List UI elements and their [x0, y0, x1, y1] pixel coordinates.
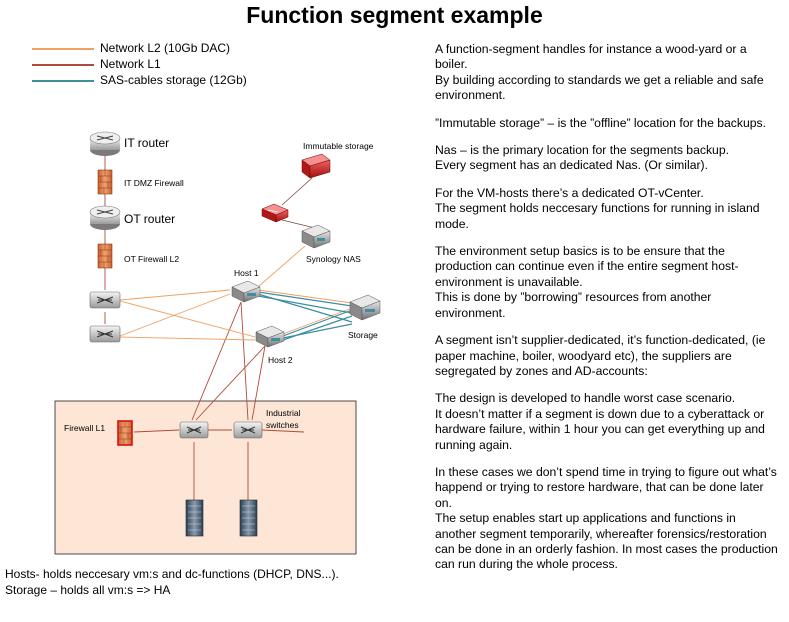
host1-server-icon: [231, 280, 261, 303]
ot-firewall-icon: [97, 243, 113, 269]
page-title: Function segment example: [246, 2, 543, 28]
synology-nas-label: Synology NAS: [306, 254, 361, 264]
legend-label: SAS-cables storage (12Gb): [100, 73, 247, 87]
firewall-l1-icon: [117, 420, 133, 446]
immutable-storage-label: Immutable storage: [303, 141, 374, 151]
industrial-switches-label-2: switches: [266, 420, 299, 430]
legend-label: Network L1: [100, 57, 161, 71]
bottom-notes: Hosts- holds neccesary vm:s and dc-funct…: [5, 566, 339, 598]
description-paragraph: Nas – is the primary location for the se…: [435, 143, 729, 173]
industrial-switch-icon: [179, 421, 209, 439]
ot-router-label: OT router: [124, 212, 175, 226]
industrial-rack-icon: [185, 499, 204, 537]
firewall-l1-label: Firewall L1: [64, 423, 105, 433]
industrial-switches-label-1: Industrial: [266, 408, 301, 418]
description-panel: A function-segment handles for instance …: [435, 42, 780, 585]
backup-appliance-icon: [261, 203, 289, 223]
host2-server-icon: [255, 325, 285, 348]
ot-firewall-label: OT Firewall L2: [124, 254, 179, 264]
host2-label: Host 2: [268, 355, 293, 365]
legend-line-orange: [32, 48, 94, 50]
switch-icon: [89, 325, 121, 343]
it-router-icon: [89, 131, 121, 156]
storage-icon: [349, 294, 381, 321]
description-paragraph: A function-segment handles for instance …: [435, 42, 764, 103]
legend-line-teal: [32, 80, 94, 82]
storage-label: Storage: [348, 330, 378, 340]
legend-line-red: [32, 64, 94, 66]
host1-label: Host 1: [234, 268, 259, 278]
network-l2-links: [119, 245, 353, 341]
bottom-note: Hosts- holds neccesary vm:s and dc-funct…: [5, 567, 339, 581]
ot-router-icon: [89, 205, 121, 230]
sas-links: [257, 291, 353, 341]
description-paragraph: The design is developed to handle worst …: [435, 391, 765, 452]
it-dmz-firewall-icon: [97, 169, 113, 195]
network-l1-links: [104, 156, 305, 500]
it-router-label: IT router: [124, 136, 169, 150]
industrial-switch-icon: [233, 421, 263, 439]
description-paragraph: A segment isn’t supplier-dedicated, it’s…: [435, 333, 766, 378]
description-paragraph: For the VM-hosts there’s a dedicated OT-…: [435, 185, 760, 231]
immutable-storage-icon: [301, 153, 331, 179]
switch-icon: [89, 291, 121, 309]
industrial-rack-icon: [239, 499, 258, 537]
description-paragraph: The environment setup basics is to be en…: [435, 244, 739, 320]
legend-label: Network L2 (10Gb DAC): [100, 41, 231, 55]
bottom-note: Storage – holds all vm:s => HA: [5, 583, 171, 597]
it-dmz-firewall-label: IT DMZ Firewall: [124, 178, 184, 188]
description-paragraph: ”Immutable storage” – is the ”offline” l…: [435, 115, 767, 130]
description-paragraph: In these cases we don’t spend time in tr…: [435, 464, 778, 572]
synology-nas-icon: [301, 224, 331, 249]
